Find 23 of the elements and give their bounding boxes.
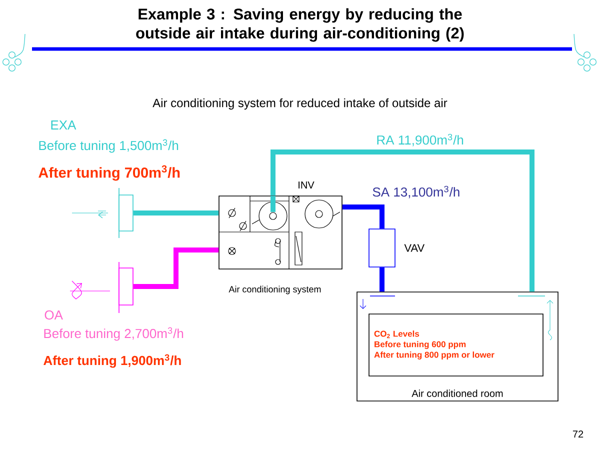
co2-box: CO$_{2}$ Levels Before tuning 600 ppm After tuning 800 ppm or lower — [368, 314, 544, 376]
duct — [133, 248, 219, 289]
duct — [342, 204, 384, 229]
title: Example 3 : Saving energy by reducing the outside air intake during air-conditioning (2) — [136, 8, 464, 42]
exhaust-grille — [118, 194, 134, 232]
flow-label: Before tuning 1,500m$^{3}$/h — [39, 139, 178, 153]
unit-label: VAV — [404, 244, 425, 252]
flow-label: Before tuning 2,700m$^{3}$/h — [44, 327, 184, 341]
duct — [270, 150, 534, 292]
flow-label: EXA — [51, 120, 76, 130]
duct — [133, 210, 219, 216]
vav-box — [368, 228, 396, 268]
flow-label: SA 13,100m$^{3}$/h — [372, 186, 460, 198]
duct — [380, 267, 384, 292]
intake-grille — [118, 268, 134, 306]
page-number: 72 — [572, 430, 584, 438]
flow-label: After tuning 700m$^{3}$/h — [38, 165, 180, 181]
unit-label: INV — [298, 182, 314, 188]
flow-label: RA 11,900m$^{3}$/h — [377, 134, 464, 146]
flow-label: OA — [44, 310, 63, 320]
subtitle: Air conditioning system for reduced intake of outside air — [152, 98, 448, 110]
flow-label: After tuning 1,900m$^{3}$/h — [44, 354, 181, 368]
unit-label: Air conditioning system — [228, 286, 321, 294]
